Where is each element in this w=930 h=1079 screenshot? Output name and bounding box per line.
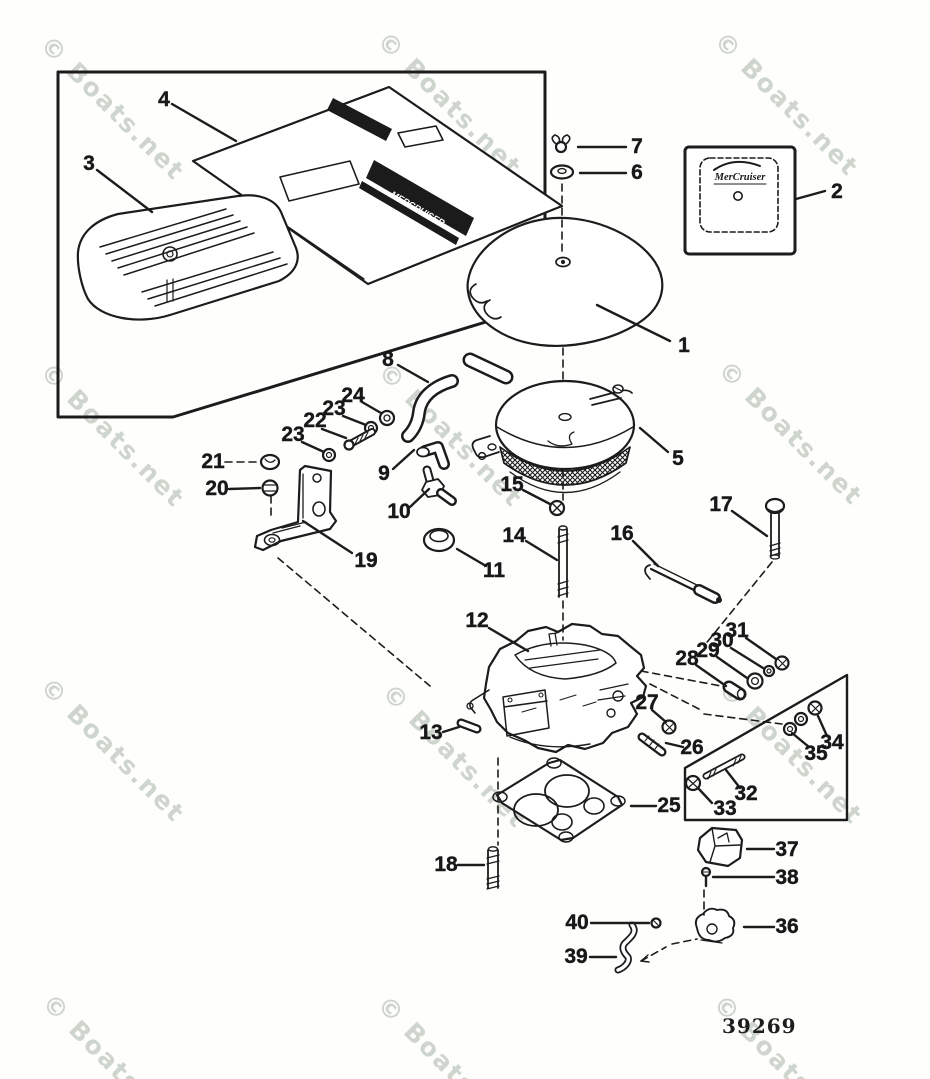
part-callout-20: 20 [205, 477, 229, 500]
part-callout-32: 32 [734, 782, 758, 805]
part-callout-3: 3 [83, 152, 95, 175]
float-block-drawing [696, 826, 744, 868]
part-callout-5: 5 [672, 447, 684, 470]
logo-plate-drawing: MerCruiser [683, 145, 797, 256]
pin-drawing [456, 718, 482, 734]
carburetor-drawing [466, 622, 648, 754]
part-callout-27: 27 [635, 691, 659, 714]
part-callout-34: 34 [820, 731, 844, 754]
part-callout-37: 37 [775, 838, 799, 861]
part-callout-18: 18 [434, 853, 458, 876]
part-callout-13: 13 [419, 721, 443, 744]
long-bolt-drawing [764, 497, 786, 560]
spring-clip-39-drawing [614, 921, 638, 974]
leader-lines [95, 102, 829, 959]
part-callout-2: 2 [831, 180, 843, 203]
plate-logo-text: MerCruiser [714, 172, 767, 183]
locknut-drawing [548, 499, 566, 517]
arrowhead [640, 954, 650, 963]
mount-stud-drawing [486, 846, 500, 890]
small-screw-38-drawing [700, 866, 712, 888]
part-callout-24: 24 [341, 384, 365, 407]
part-callout-9: 9 [378, 462, 390, 485]
stud-drawing [557, 525, 569, 598]
ribbed-cover-drawing [76, 194, 299, 321]
part-callout-12: 12 [465, 609, 489, 632]
part-callout-8: 8 [382, 348, 394, 371]
part-callout-6: 6 [631, 161, 643, 184]
part-callout-36: 36 [775, 915, 799, 938]
part-callout-40: 40 [565, 911, 589, 934]
part-callout-25: 25 [657, 794, 681, 817]
part-callout-11: 11 [482, 559, 506, 582]
clip-bracket-36-drawing [694, 907, 736, 944]
gasket-drawing [492, 757, 626, 843]
part-callout-39: 39 [564, 945, 588, 968]
part-callout-21: 21 [201, 450, 225, 473]
part-callout-33: 33 [713, 797, 737, 820]
part-callout-35: 35 [804, 742, 828, 765]
brass-fitting-drawing [421, 465, 457, 506]
part-callout-10: 10 [387, 500, 411, 523]
part-callout-29: 29 [696, 639, 720, 662]
part-callout-15: 15 [500, 473, 524, 496]
part-callout-31: 31 [725, 619, 749, 642]
part-callout-23: 23 [281, 423, 305, 446]
part-callout-28: 28 [675, 647, 699, 670]
vent-hose-drawing [401, 352, 514, 443]
part-callout-23: 23 [322, 397, 346, 420]
inset-box-outline [56, 70, 547, 419]
part-callout-1: 1 [678, 334, 690, 357]
part-callout-30: 30 [710, 629, 734, 652]
wingnut-washer-drawing [549, 134, 575, 180]
part-callout-38: 38 [775, 866, 799, 889]
small-hardware-drawing [259, 409, 396, 497]
part-callout-19: 19 [354, 549, 378, 572]
bracket-drawing [253, 464, 338, 552]
part-callout-26: 26 [680, 736, 704, 759]
decal-cover-drawing: MERCRUISER MERCRUISER [191, 85, 564, 286]
air-cleaner-cover-drawing [466, 216, 664, 347]
part-callout-4: 4 [158, 88, 170, 111]
projection-lines [224, 183, 783, 962]
part-callout-22: 22 [303, 409, 327, 432]
part-callout-17: 17 [709, 493, 733, 516]
mount-panel-drawing [683, 673, 849, 822]
drawing-number: 39269 [722, 1014, 797, 1038]
elbow-fitting-drawing [416, 441, 450, 470]
part-callout-16: 16 [610, 522, 634, 545]
hardware-chain-28-31-drawing [722, 655, 790, 701]
part-callout-7: 7 [631, 135, 643, 158]
tiny-screw-40-drawing [650, 917, 662, 929]
part-callout-14: 14 [502, 524, 526, 547]
grommet-drawing [422, 527, 456, 553]
flame-arrestor-drawing [471, 379, 636, 494]
screw-washer-26-27-drawing [637, 719, 677, 757]
throttle-link-drawing [644, 563, 722, 604]
